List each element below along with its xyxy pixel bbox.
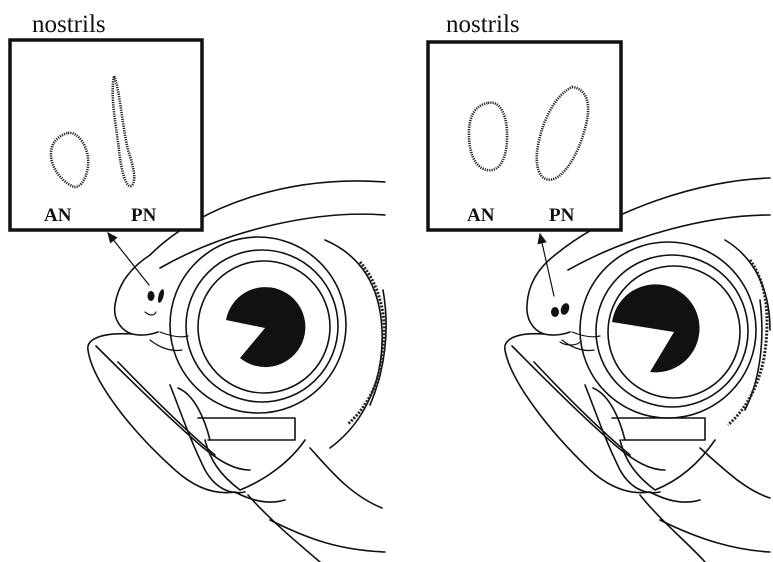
right-pn-label: PN xyxy=(549,205,575,226)
right-inset-box xyxy=(428,42,621,230)
left-pn-label: PN xyxy=(131,205,157,226)
left-inset-box xyxy=(10,40,202,230)
right-anterior-nostril xyxy=(469,103,507,171)
left-pointer-arrow xyxy=(108,233,149,285)
right-pointer-arrow xyxy=(540,234,554,296)
left-panel: nostrils xyxy=(10,11,386,562)
right-an-label: AN xyxy=(467,205,495,226)
right-panel: nostrils xyxy=(428,11,770,562)
right-panel-title: nostrils xyxy=(446,11,520,38)
left-fish-head xyxy=(88,181,386,562)
left-panel-title: nostrils xyxy=(32,11,106,38)
left-an-label: AN xyxy=(44,205,72,226)
right-fish-head xyxy=(505,178,770,562)
